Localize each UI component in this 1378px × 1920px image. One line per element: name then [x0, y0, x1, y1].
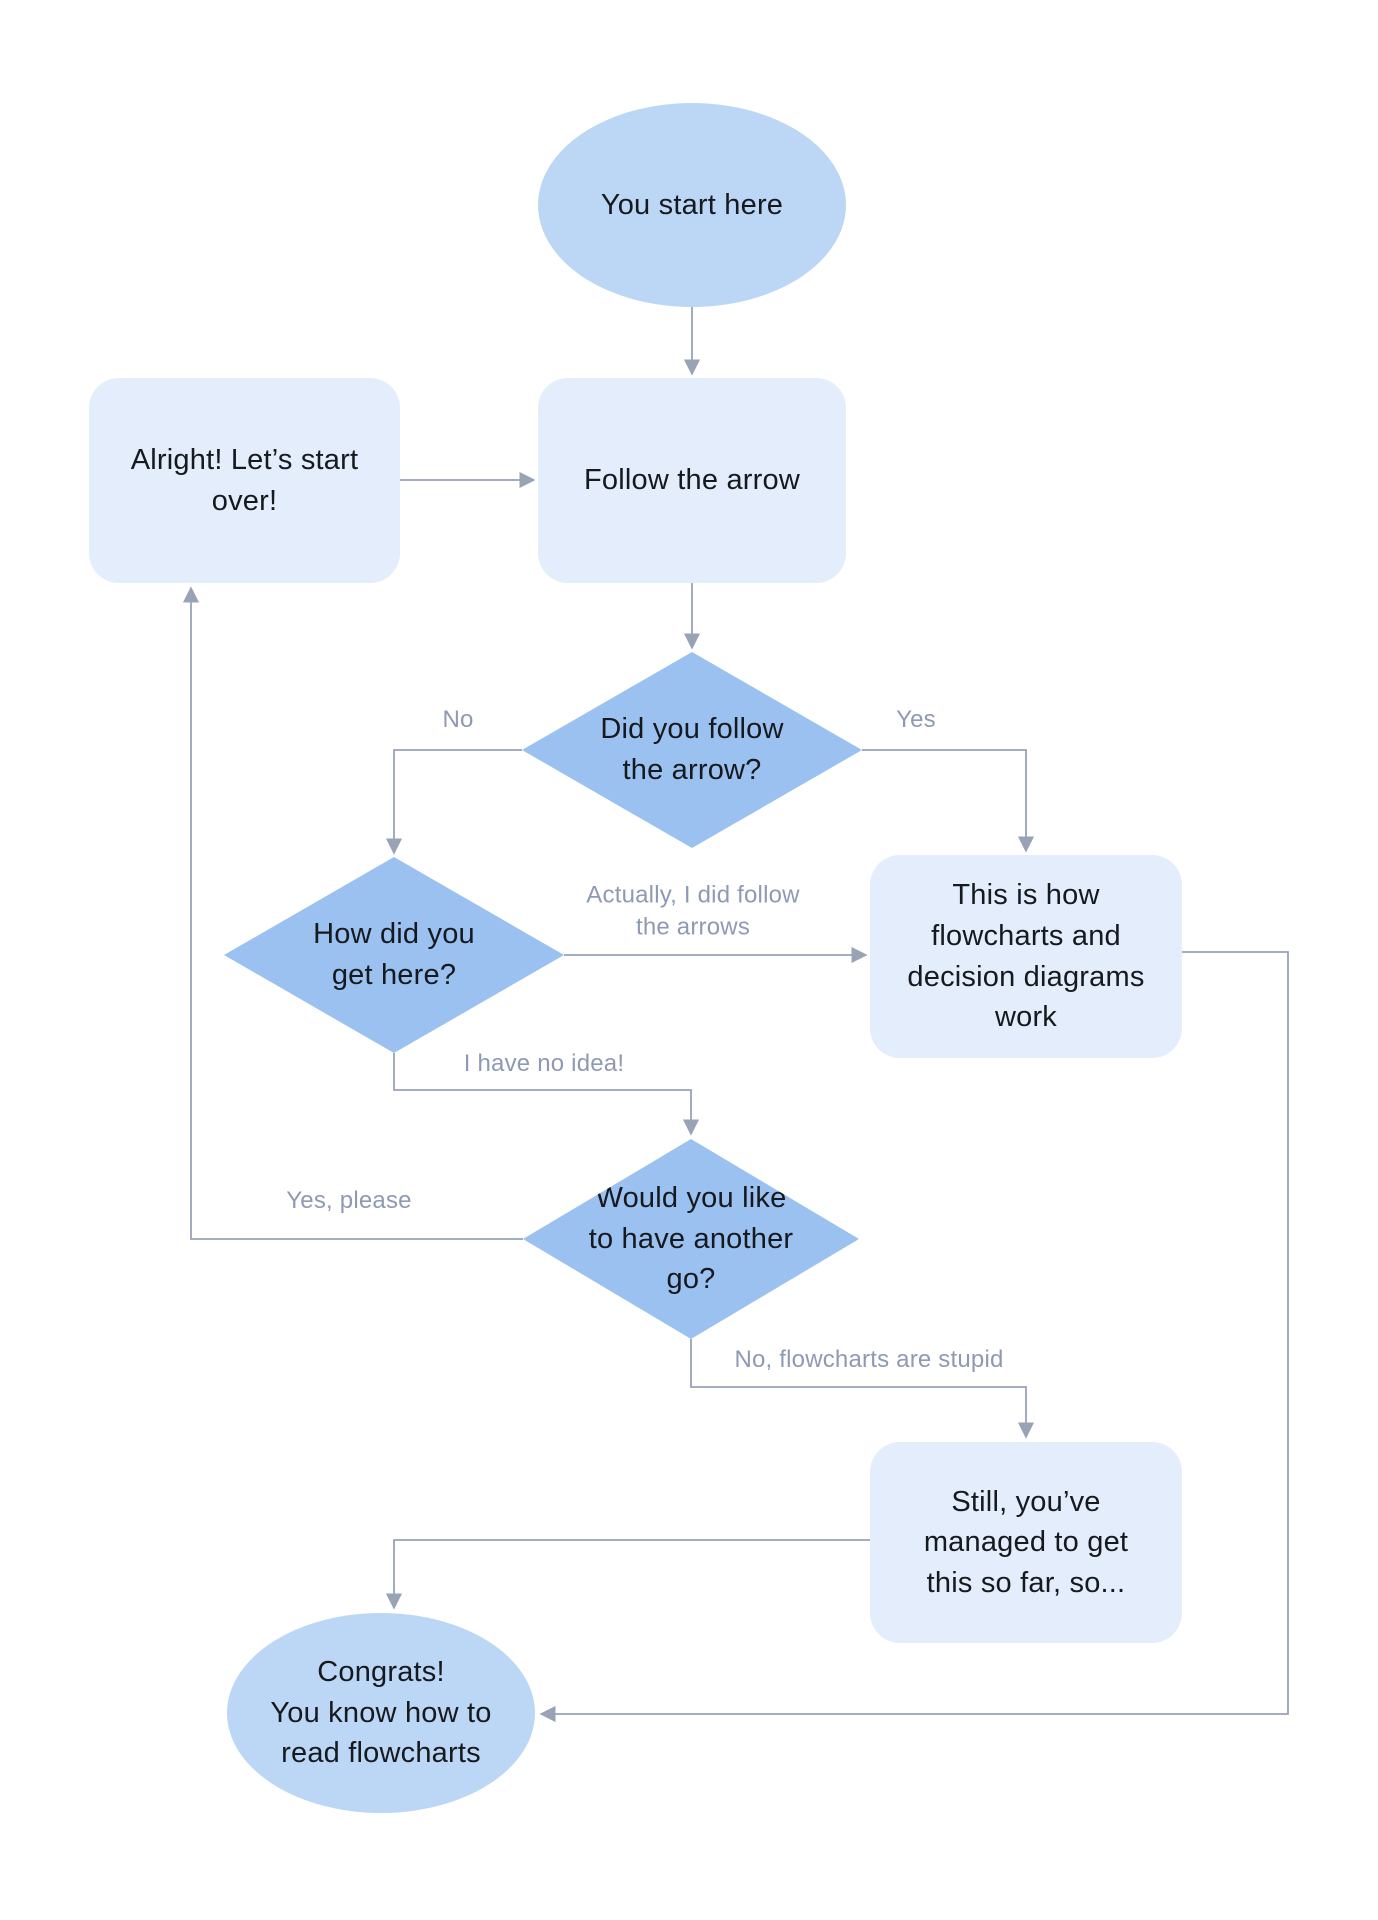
edge-yes-didfollow-to-explain — [862, 749, 1035, 853]
edge-label-stupid: No, flowcharts are stupid — [734, 1345, 1004, 1373]
node-this-is-how: This is how flowcharts and decision diag… — [870, 855, 1182, 1058]
edge-noidea-howhere-to-anothergo — [393, 1053, 700, 1136]
node-follow-arrow: Follow the arrow — [538, 378, 846, 583]
edge-yesplease-anothergo-to-startover — [182, 586, 523, 1240]
edge-label-yes-please: Yes, please — [286, 1186, 412, 1214]
node-start-over: Alright! Let’s start over! — [89, 378, 400, 583]
node-still-managed: Still, you’ve managed to get this so far… — [870, 1442, 1182, 1643]
edge-label-actually: Actually, I did follow the arrows — [586, 881, 800, 941]
node-start: You start here — [538, 103, 846, 307]
edge-label-no: No — [442, 705, 474, 733]
edge-explain-to-congrats — [539, 951, 1289, 1723]
edge-label-no-idea: I have no idea! — [463, 1049, 625, 1077]
node-congrats: Congrats! You know how to read flowchart… — [227, 1613, 535, 1813]
edge-label-yes: Yes — [896, 705, 936, 733]
edge-still-to-congrats — [385, 1539, 870, 1610]
edge-stupid-anothergo-to-still — [690, 1339, 1035, 1439]
edge-no-didfollow-to-howhere — [385, 749, 522, 855]
